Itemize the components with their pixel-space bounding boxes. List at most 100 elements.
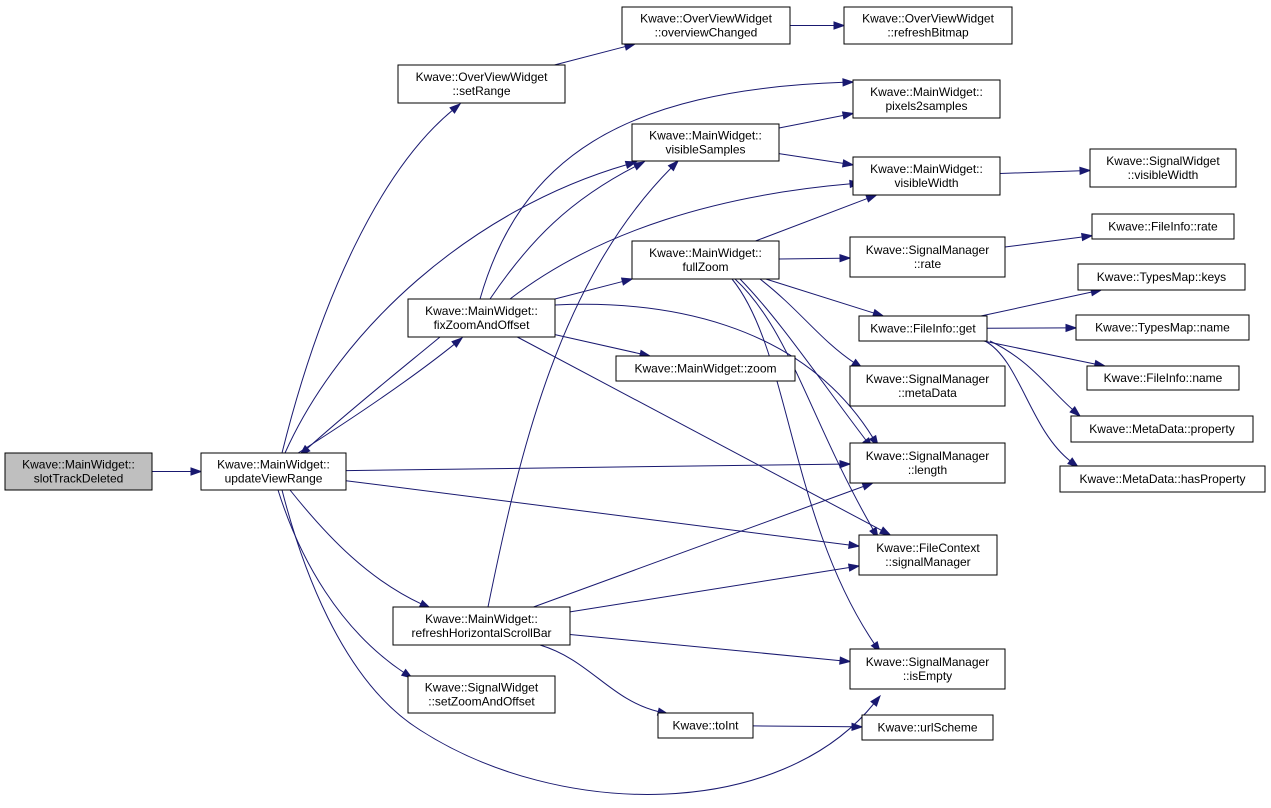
edge-fixZoom-to-visibleWidth: [509, 179, 862, 300]
node-fullZoom[interactable]: Kwave::MainWidget::fullZoom: [631, 240, 780, 280]
node-box: [852, 156, 1001, 196]
edge-fullZoom-to-fcSignalManager: [734, 278, 879, 540]
edge-line: [1004, 236, 1084, 248]
node-urlScheme[interactable]: Kwave::urlScheme: [861, 714, 994, 741]
node-label: visibleWidth: [894, 176, 958, 190]
node-label: Kwave::FileContext: [876, 541, 980, 555]
arrowhead-icon: [667, 159, 680, 172]
node-label: Kwave::MainWidget::: [649, 246, 762, 260]
node-label: Kwave::TypesMap::name: [1095, 321, 1230, 335]
arrowhead-icon: [847, 563, 861, 572]
node-label: Kwave::SignalManager: [866, 449, 989, 463]
node-smRate[interactable]: Kwave::SignalManager::rate: [849, 236, 1006, 278]
node-fiName[interactable]: Kwave::FileInfo::name: [1086, 365, 1240, 391]
node-label: Kwave::TypesMap::keys: [1097, 270, 1226, 284]
node-box: [392, 606, 571, 646]
edge-line: [539, 644, 660, 713]
node-label: Kwave::urlScheme: [877, 721, 977, 735]
node-ovSetRange[interactable]: Kwave::OverViewWidget::setRange: [397, 64, 566, 104]
node-tmKeys[interactable]: Kwave::TypesMap::keys: [1077, 263, 1246, 291]
arrowhead-icon: [833, 21, 846, 30]
node-label: ::setZoomAndOffset: [428, 695, 535, 709]
node-fiGet[interactable]: Kwave::FileInfo::get: [858, 315, 988, 342]
node-fixZoom[interactable]: Kwave::MainWidget::fixZoomAndOffset: [407, 298, 556, 338]
arrowhead-icon: [872, 308, 885, 317]
node-label: Kwave::MainWidget::: [870, 162, 983, 176]
edge-line: [778, 257, 842, 260]
node-label: Kwave::MainWidget::: [22, 458, 135, 472]
arrowhead-icon: [848, 540, 861, 550]
node-refreshHSB[interactable]: Kwave::MainWidget::refreshHorizontalScro…: [392, 606, 571, 646]
edge-updateViewRange-to-smLength: [345, 459, 852, 472]
edge-refreshHSB-to-smIsEmpty: [569, 634, 852, 665]
node-smLength[interactable]: Kwave::SignalManager::length: [849, 442, 1006, 484]
node-box: [852, 79, 1001, 119]
edge-line: [517, 336, 883, 532]
node-smIsEmpty[interactable]: Kwave::SignalManager::isEmpty: [849, 648, 1006, 690]
arrowhead-icon: [449, 103, 462, 114]
edge-line: [289, 489, 423, 605]
edge-refreshHSB-to-smLength: [533, 482, 875, 608]
node-fcSignalManager[interactable]: Kwave::FileContext::signalManager: [858, 534, 998, 576]
node-visibleWidth[interactable]: Kwave::MainWidget::visibleWidth: [852, 156, 1001, 196]
edge-fullZoom-to-fiGet: [765, 278, 885, 317]
node-smMeta[interactable]: Kwave::SignalManager::metaData: [849, 365, 1006, 407]
node-visibleSamples[interactable]: Kwave::MainWidget::visibleSamples: [631, 123, 780, 162]
node-box: [615, 355, 796, 382]
node-label: visibleSamples: [665, 143, 745, 157]
node-box: [397, 64, 566, 104]
node-box: [4, 452, 153, 491]
node-box: [631, 123, 780, 162]
edge-visibleSamples-to-visibleWidth: [778, 153, 855, 168]
node-box: [1059, 465, 1266, 493]
edge-line: [345, 463, 842, 472]
node-label: ::metaData: [898, 386, 957, 400]
node-swSetZoom[interactable]: Kwave::SignalWidget::setZoomAndOffset: [407, 675, 556, 714]
arrowhead-icon: [841, 159, 855, 168]
node-fiRate[interactable]: Kwave::FileInfo::rate: [1091, 213, 1235, 240]
arrowhead-icon: [839, 459, 852, 469]
node-label: Kwave::FileInfo::name: [1104, 371, 1223, 385]
node-slotTrackDeleted[interactable]: Kwave::MainWidget::slotTrackDeleted: [4, 452, 153, 491]
node-mdHasProperty[interactable]: Kwave::MetaData::hasProperty: [1059, 465, 1266, 493]
node-label: refreshHorizontalScrollBar: [411, 626, 551, 640]
node-box: [1070, 415, 1254, 443]
edge-fiGet-to-mdHasProperty: [984, 340, 1080, 468]
arrowhead-icon: [1065, 323, 1078, 333]
node-label: ::length: [908, 463, 947, 477]
node-label: ::isEmpty: [903, 669, 952, 683]
edge-line: [284, 164, 628, 454]
edge-ovChanged-to-ovRefresh: [790, 21, 846, 30]
node-ovChanged[interactable]: Kwave::OverViewWidget::overviewChanged: [621, 6, 791, 45]
node-label: updateViewRange: [225, 472, 323, 486]
edge-ovSetRange-to-ovChanged: [554, 42, 637, 66]
node-mdProperty[interactable]: Kwave::MetaData::property: [1070, 415, 1254, 443]
arrowhead-icon: [865, 194, 878, 203]
node-box: [407, 675, 556, 714]
node-zoom[interactable]: Kwave::MainWidget::zoom: [615, 355, 796, 382]
node-pixels2samples[interactable]: Kwave::MainWidget::pixels2samples: [852, 79, 1001, 119]
node-ovRefresh[interactable]: Kwave::OverViewWidget::refreshBitmap: [843, 6, 1013, 45]
edge-line: [281, 109, 454, 454]
node-box: [843, 6, 1013, 45]
arrowhead-icon: [841, 111, 855, 120]
edge-line: [989, 340, 1074, 411]
edge-slotTrackDeleted-to-updateViewRange: [151, 467, 203, 476]
node-toInt[interactable]: Kwave::toInt: [657, 712, 754, 739]
edge-line: [533, 485, 865, 608]
node-tmName[interactable]: Kwave::TypesMap::name: [1075, 314, 1250, 341]
edge-visibleSamples-to-pixels2samples: [778, 111, 855, 129]
node-updateViewRange[interactable]: Kwave::MainWidget::updateViewRange: [200, 452, 347, 491]
edge-smRate-to-fiRate: [1004, 232, 1094, 248]
node-box: [849, 648, 1006, 690]
edge-line: [487, 167, 673, 608]
node-label: fullZoom: [682, 260, 728, 274]
edge-line: [755, 197, 869, 242]
edge-line: [778, 114, 845, 129]
node-label: Kwave::MainWidget::: [425, 612, 538, 626]
arrowhead-icon: [620, 277, 634, 286]
node-swVisibleWidth[interactable]: Kwave::SignalWidget::visibleWidth: [1089, 148, 1237, 188]
node-label: Kwave::FileInfo::rate: [1108, 220, 1218, 234]
edge-fixZoom-to-fullZoom: [554, 277, 634, 300]
arrowhead-icon: [839, 656, 852, 665]
